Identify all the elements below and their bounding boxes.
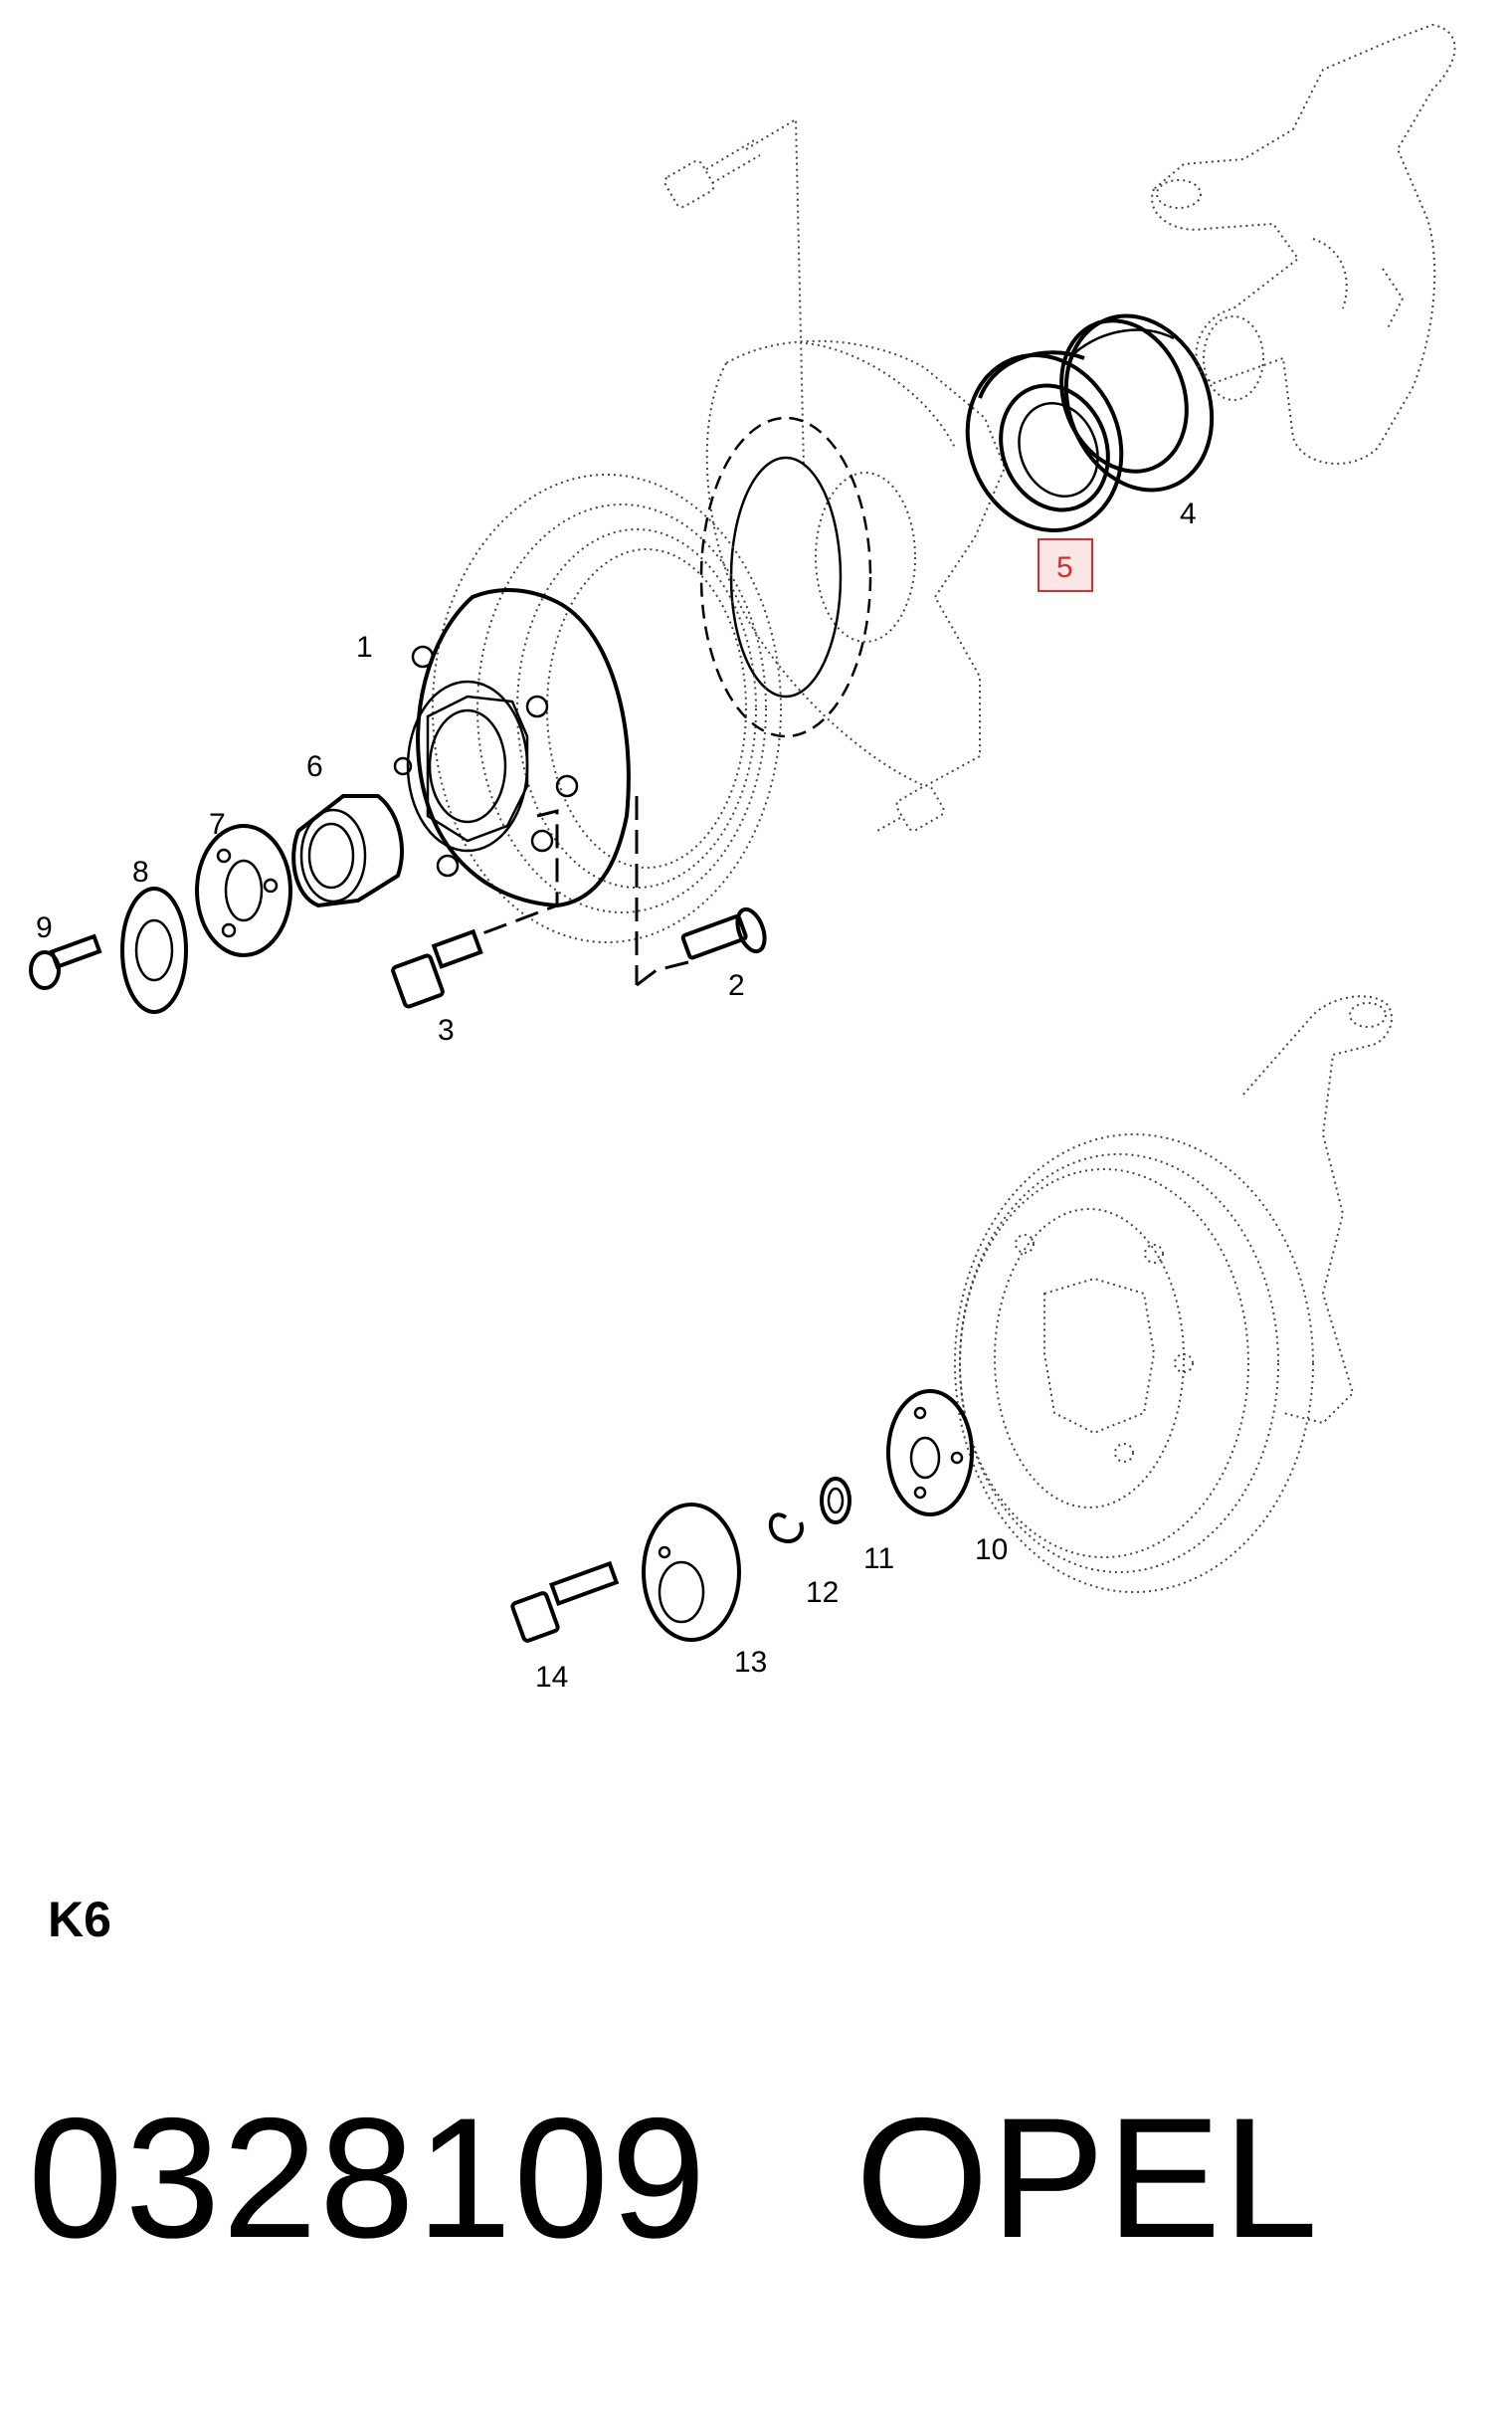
callout-9: 9 (36, 911, 53, 944)
leader-line-3 (636, 958, 697, 987)
steering-knuckle-upper (1151, 23, 1456, 465)
hub-flange (642, 1503, 741, 1642)
wheel-stud (680, 906, 767, 960)
hub-bearing-cap (291, 794, 404, 908)
brand-name: OPEL (855, 2083, 1320, 2274)
callout-1: 1 (356, 631, 373, 664)
callout-2: 2 (728, 969, 745, 1002)
callout-14: 14 (535, 1661, 568, 1694)
bearing-inner-ring (965, 350, 1124, 533)
part-number: 0328109 (28, 2083, 708, 2274)
lock-washer (120, 887, 188, 1014)
hub-bolt (391, 928, 483, 1009)
callout-10: 10 (975, 1533, 1008, 1566)
callout-12: 12 (806, 1576, 839, 1609)
callout-8: 8 (132, 856, 149, 889)
brake-drum (432, 474, 782, 943)
callout-6: 6 (306, 750, 323, 783)
long-bolt (510, 1560, 620, 1643)
exploded-parts-diagram: 1 2 3 4 5 6 7 8 9 10 11 12 13 14 (29, 23, 1456, 1694)
diagram-code-label: K6 (48, 1892, 111, 1947)
backing-plate-bolt (874, 784, 945, 833)
flange-plate (886, 1389, 974, 1516)
bearing-outer-race (1059, 313, 1215, 493)
wheel-hub (393, 588, 639, 985)
callout-13: 13 (734, 1646, 767, 1679)
backing-plate (705, 339, 1007, 788)
top-bolt (663, 138, 761, 209)
spacer-plate (195, 824, 292, 957)
callout-7: 7 (209, 808, 226, 841)
callout-3: 3 (438, 1014, 455, 1047)
callout-11: 11 (863, 1542, 894, 1575)
callout-5: 5 (1056, 551, 1073, 584)
steering-knuckle-lower (1242, 995, 1393, 1425)
top-guide-line (745, 117, 805, 469)
abs-tone-ring (699, 416, 872, 738)
small-screw (29, 933, 102, 990)
callout-5-highlight-box (1038, 538, 1093, 592)
leader-line-2 (476, 809, 559, 937)
circlip (768, 1512, 804, 1543)
callout-4: 4 (1180, 498, 1197, 530)
brake-drum-lower (954, 1133, 1314, 1593)
washer (820, 1477, 851, 1524)
